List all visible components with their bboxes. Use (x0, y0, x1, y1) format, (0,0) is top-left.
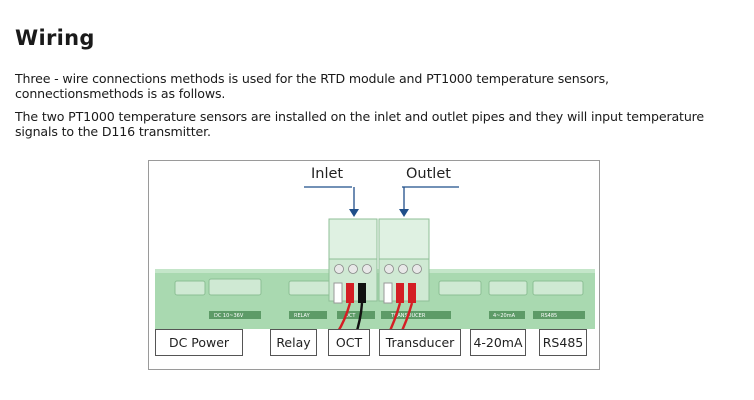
terminal-rs485: RS485 (539, 329, 587, 356)
terminal-transducer: Transducer (379, 329, 461, 356)
paragraph-sensors: The two PT1000 temperature sensors are i… (15, 109, 705, 139)
silk-rs485: RS485 (541, 313, 557, 319)
silk-dc: DC 10~36V (214, 313, 244, 319)
terminal-relay: Relay (270, 329, 317, 356)
silk-oct: OCT (345, 313, 356, 319)
silk-420ma: 4~20mA (493, 313, 516, 319)
terminal-4-20ma: 4-20mA (470, 329, 526, 356)
pcb-illustration: DC 10~36V RELAY OCT TRANSDUCER 4~20mA RS… (155, 186, 595, 338)
silk-relay: RELAY (294, 313, 311, 319)
inlet-label: Inlet (311, 166, 344, 182)
terminal-dc-power: DC Power (155, 329, 243, 356)
page-heading: Wiring (15, 26, 95, 50)
wiring-diagram: DC 10~36V RELAY OCT TRANSDUCER 4~20mA RS… (148, 160, 600, 370)
terminal-oct: OCT (328, 329, 370, 356)
paragraph-intro: Three - wire connections methods is used… (15, 71, 609, 101)
outlet-label: Outlet (406, 166, 451, 182)
